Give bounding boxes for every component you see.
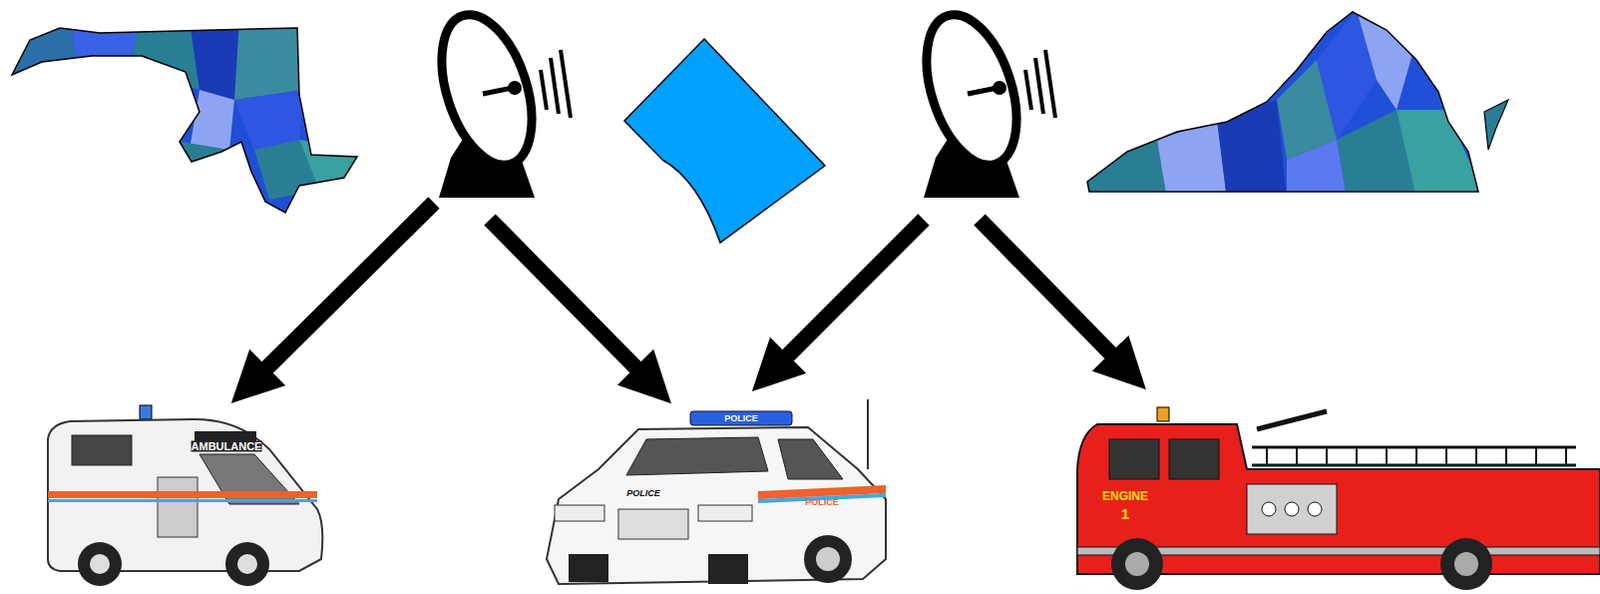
satellite-dish	[424, 2, 571, 198]
satellite-dish	[909, 2, 1056, 198]
vehicle-lettering: POLICE	[804, 497, 839, 507]
ambulance	[47, 404, 323, 586]
fire-truck	[1077, 406, 1600, 590]
broadcast-arrow	[249, 202, 1129, 386]
vehicle-lettering: POLICE	[626, 488, 661, 498]
police-car	[546, 399, 886, 584]
vehicle-lettering: ENGINE	[1102, 489, 1149, 502]
vehicle-lettering: AMBULANCE	[191, 440, 263, 452]
vehicle-lettering: 1	[1121, 505, 1130, 521]
vehicle-lettering: POLICE	[724, 413, 759, 423]
dc-shape	[624, 38, 825, 243]
virginia-map	[1082, 4, 1509, 200]
maryland-map	[0, 19, 370, 220]
